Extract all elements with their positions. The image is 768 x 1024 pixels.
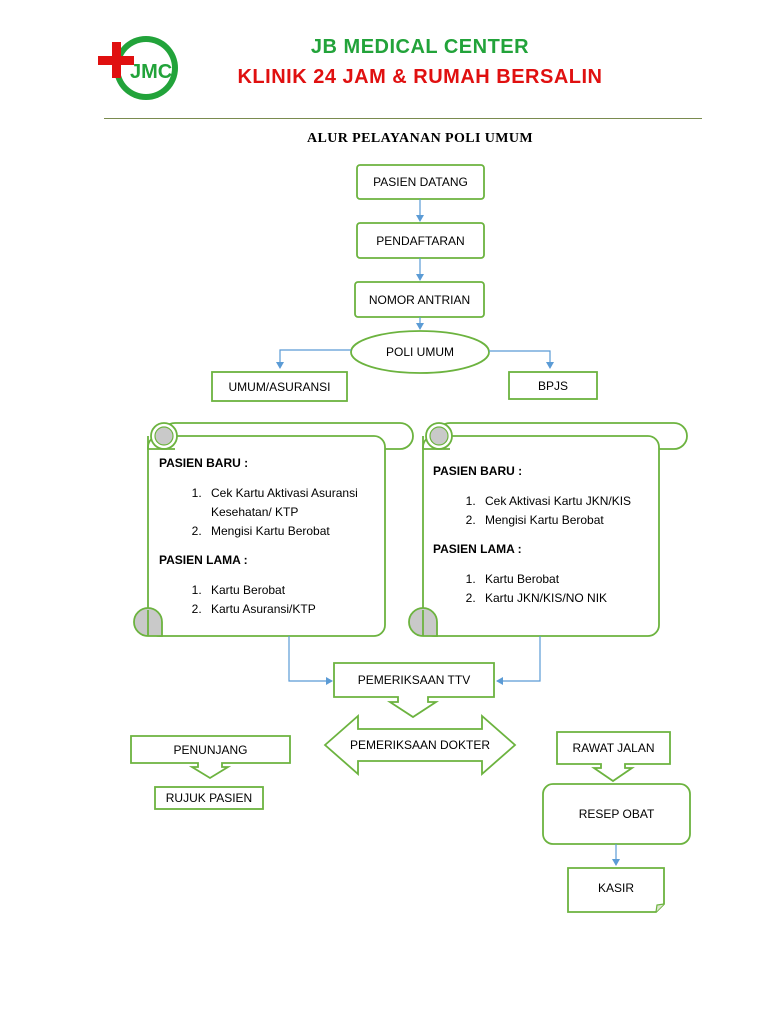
panel-right-lama-item: Kartu JKN/KIS/NO NIK [479, 589, 655, 608]
panel-left-baru-item: Cek Kartu Aktivasi Asuransi Kesehatan/ K… [205, 484, 381, 522]
node-rujuk-pasien: RUJUK PASIEN [165, 791, 253, 805]
arrow-left-to-ttv [288, 636, 333, 685]
clinic-subtitle: KLINIK 24 JAM & RUMAH BERSALIN [237, 66, 603, 88]
node-pendaftaran: PENDAFTARAN [376, 233, 465, 248]
panel-left-baru-list: Cek Kartu Aktivasi Asuransi Kesehatan/ K… [159, 484, 381, 541]
rujuk-pasien-box [154, 786, 264, 810]
rawat-jalan-shape [556, 731, 671, 783]
panel-left-baru-item: Mengisi Kartu Berobat [205, 522, 381, 541]
panel-right-baru-item: Mengisi Kartu Berobat [479, 511, 655, 530]
penunjang-shape [130, 735, 291, 780]
panel-left-lama-item: Kartu Berobat [205, 581, 381, 600]
node-kasir: KASIR [597, 881, 634, 895]
node-umum-asuransi: UMUM/ASURANSI [228, 379, 331, 394]
clinic-name: JB MEDICAL CENTER [310, 36, 530, 58]
panel-umum-asuransi: PASIEN BARU : Cek Kartu Aktivasi Asurans… [159, 454, 381, 619]
pemeriksaan-ttv-shape [333, 662, 495, 719]
panel-left-lama-title: PASIEN LAMA : [159, 553, 248, 567]
pemeriksaan-dokter-shape [323, 714, 517, 776]
panel-right-lama-list: Kartu Berobat Kartu JKN/KIS/NO NIK [433, 570, 655, 608]
panel-right-baru-list: Cek Aktivasi Kartu JKN/KIS Mengisi Kartu… [433, 492, 655, 530]
panel-right-baru-title: PASIEN BARU : [433, 464, 523, 478]
node-nomor-antrian: NOMOR ANTRIAN [368, 292, 471, 307]
page-title: ALUR PELAYANAN POLI UMUM [307, 131, 533, 146]
node-bpjs: BPJS [537, 378, 568, 393]
node-pemeriksaan-ttv: PEMERIKSAAN TTV [357, 673, 471, 687]
node-rawat-jalan: RAWAT JALAN [572, 741, 655, 755]
panel-left-lama-item: Kartu Asuransi/KTP [205, 600, 381, 619]
right-scroll-shape [408, 422, 688, 637]
panel-bpjs: PASIEN BARU : Cek Aktivasi Kartu JKN/KIS… [433, 462, 655, 608]
node-penunjang: PENUNJANG [173, 742, 248, 757]
node-poli-umum: POLI UMUM [385, 345, 454, 359]
arrow-right-to-ttv [496, 636, 541, 685]
jbmc-logo: JMC [96, 34, 186, 104]
panel-left-lama-list: Kartu Berobat Kartu Asuransi/KTP [159, 581, 381, 619]
node-pasien-datang: PASIEN DATANG [373, 175, 468, 189]
node-resep-obat: RESEP OBAT [578, 807, 655, 821]
header-divider [104, 118, 702, 119]
panel-left-baru-title: PASIEN BARU : [159, 456, 249, 470]
poli-umum-ellipse [350, 330, 490, 374]
svg-text:JMC: JMC [130, 61, 172, 83]
bpjs-box [508, 371, 598, 400]
panel-right-lama-item: Kartu Berobat [479, 570, 655, 589]
panel-right-baru-item: Cek Aktivasi Kartu JKN/KIS [479, 492, 655, 511]
arrow-poli-to-umum [276, 349, 351, 369]
arrow-poli-to-bpjs [489, 350, 554, 369]
panel-right-lama-title: PASIEN LAMA : [433, 542, 522, 556]
node-pemeriksaan-dokter: PEMERIKSAAN DOKTER [349, 738, 491, 752]
umum-asuransi-box [211, 371, 348, 402]
left-scroll-shape [133, 422, 414, 637]
